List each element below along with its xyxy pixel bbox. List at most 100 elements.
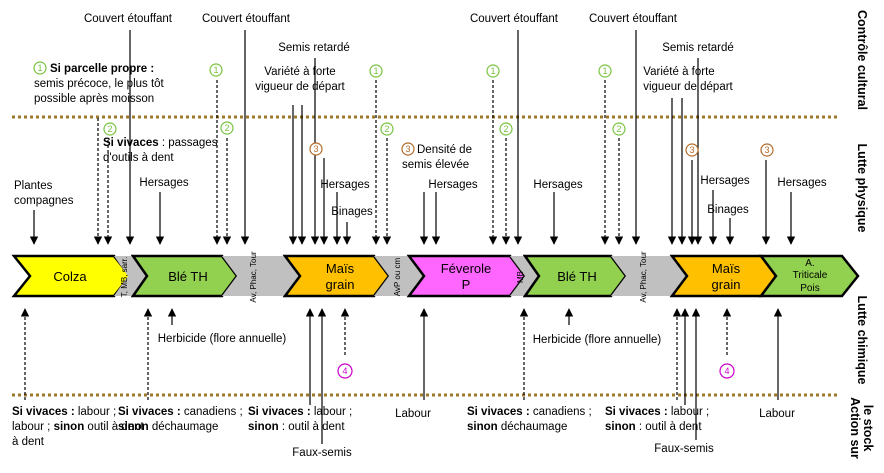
intercrop-label-av-phac-1: Av, Phac, Tour [249, 251, 258, 302]
label-faux-semis-1: Faux-semis [292, 447, 352, 459]
label-variete-1a: Variété à forte [264, 66, 335, 78]
svg-text:4: 4 [342, 366, 347, 376]
marker-2: 2 [220, 121, 234, 135]
stock-note-1-line2: labour ; sinon outil à dent [12, 421, 144, 433]
svg-text:2: 2 [503, 124, 508, 134]
crop-label-mais-2-b: grain [712, 277, 741, 292]
label-vivaces-rest: : passages [159, 137, 218, 149]
label-labour-2: Labour [759, 408, 795, 420]
crop-label-triticale-b: Triticale [793, 270, 828, 281]
label-plantes-2: compagnes [14, 195, 74, 207]
marker-1: 1 [209, 63, 223, 77]
solid-arrows-bottom [167, 308, 783, 444]
label-vivaces-passages: Si vivaces : passages [103, 137, 218, 149]
marker-3: 3 [760, 143, 774, 157]
crop-label-ble-1: Blé TH [168, 269, 208, 284]
marker-1: 1 [369, 64, 383, 78]
label-hersages-4: Hersages [533, 179, 582, 191]
stock-note-5-line1: Si vivaces : labour ; [605, 406, 709, 418]
svg-text:1: 1 [213, 65, 218, 75]
intercrop-avp-ou-cm [374, 256, 424, 296]
crop-triticale-pois [758, 254, 860, 298]
stock-note-1-line1: Si vivaces : labour ; [12, 406, 116, 418]
label-couvert-3: Couvert étouffant [470, 13, 559, 25]
intercrop-av-phac-2 [611, 256, 687, 296]
label-variete-2b: vigueur de départ [643, 81, 733, 93]
svg-text:3: 3 [313, 144, 318, 154]
crop-label-mais-1-b: grain [326, 277, 355, 292]
crop-label-mais-2-a: Maïs [712, 261, 741, 276]
marker-4: 4 [719, 363, 735, 379]
marker-3: 3 [685, 143, 699, 157]
intercrop-label-t-mb-sarr: T, MB, sarr. [120, 257, 129, 297]
numbered-markers: 1 1 1 1 1 2 2 2 2 2 3 3 3 3 4 4 [33, 61, 774, 379]
marker-1: 1 [486, 64, 500, 78]
stock-note-3-line1: Si vivaces : labour ; [248, 406, 352, 418]
section-title-controle: Contrôle cultural [855, 10, 869, 110]
solid-arrows-top [29, 30, 796, 245]
marker-2: 2 [499, 122, 513, 136]
dashed-arrows-top [93, 80, 624, 245]
label-hersages-3: Hersages [428, 179, 477, 191]
label-vivaces-bold: Si vivaces [103, 137, 159, 149]
marker-1: 1 [33, 61, 47, 75]
stock-note-4-line1: Si vivaces : canadiens ; [467, 406, 592, 418]
label-hersages-5: Hersages [700, 175, 749, 187]
svg-text:2: 2 [384, 124, 389, 134]
label-parcelle-line2: semis précoce, le plus tôt [34, 78, 165, 90]
label-semis-retarde-2: Semis retardé [662, 42, 734, 54]
marker-3: 3 [401, 142, 415, 156]
dashed-arrows-bottom [20, 308, 732, 400]
stock-note-4-line2: sinon déchaumage [467, 421, 567, 433]
stock-note-5-line2: sinon : outil à dent [605, 421, 702, 433]
crop-label-triticale-a: A. [805, 258, 814, 269]
label-binages-2: Binages [707, 204, 749, 216]
label-couvert-4: Couvert étouffant [589, 13, 678, 25]
label-couvert-2: Couvert étouffant [202, 13, 291, 25]
label-vivaces-line2: d'outils à dent [103, 152, 174, 164]
marker-2: 2 [103, 122, 117, 136]
label-densite-1: Densité de [417, 144, 472, 156]
intercrop-av-phac-1 [222, 256, 300, 296]
svg-text:1: 1 [490, 66, 495, 76]
section-title-chimique: Lutte chimique [855, 296, 869, 385]
svg-text:1: 1 [37, 63, 42, 73]
label-hersages-2: Hersages [320, 179, 369, 191]
crop-label-feverole-b: P [462, 277, 471, 292]
marker-2: 2 [380, 122, 394, 136]
label-variete-2a: Variété à forte [643, 66, 714, 78]
label-labour-1: Labour [395, 408, 431, 420]
marker-1: 1 [598, 64, 612, 78]
crop-label-triticale-c: Pois [800, 283, 819, 294]
marker-3: 3 [309, 142, 323, 156]
svg-text:1: 1 [373, 66, 378, 76]
section-title-physique: Lutte physique [855, 144, 869, 233]
stock-note-2-line2: sinon déchaumage [118, 421, 218, 433]
crop-label-colza: Colza [53, 269, 87, 284]
section-title-stock-line2: le stock [861, 405, 875, 452]
svg-text:3: 3 [764, 145, 769, 155]
crop-label-mais-1-a: Maïs [326, 261, 355, 276]
label-densite-2: semis élevée [402, 159, 469, 171]
label-hersages-6: Hersages [777, 177, 826, 189]
intercrop-label-av-phac-2: Av, Phac, Tour [639, 251, 648, 302]
rotation-chain [11, 254, 860, 298]
stock-note-1-line3: à dent [12, 436, 45, 448]
label-plantes-1: Plantes [14, 180, 53, 192]
label-binages-1: Binages [331, 206, 373, 218]
marker-4: 4 [337, 363, 353, 379]
svg-text:3: 3 [405, 144, 410, 154]
svg-text:4: 4 [724, 366, 729, 376]
marker-2: 2 [612, 122, 626, 136]
label-parcelle-line3: possible après moisson [34, 93, 154, 105]
section-title-stock-line1: Action sur [848, 397, 862, 459]
label-herbicide-1: Herbicide (flore annuelle) [158, 333, 287, 345]
intercrop-label-mb: MB [516, 271, 525, 283]
svg-text:2: 2 [107, 124, 112, 134]
label-variete-1b: vigueur de départ [255, 81, 345, 93]
crop-label-ble-2: Blé TH [557, 269, 597, 284]
label-couvert-1: Couvert étouffant [84, 13, 173, 25]
label-semis-retarde-1: Semis retardé [278, 42, 350, 54]
intercrop-label-avp-ou-cm: AvP ou cm [393, 257, 402, 296]
